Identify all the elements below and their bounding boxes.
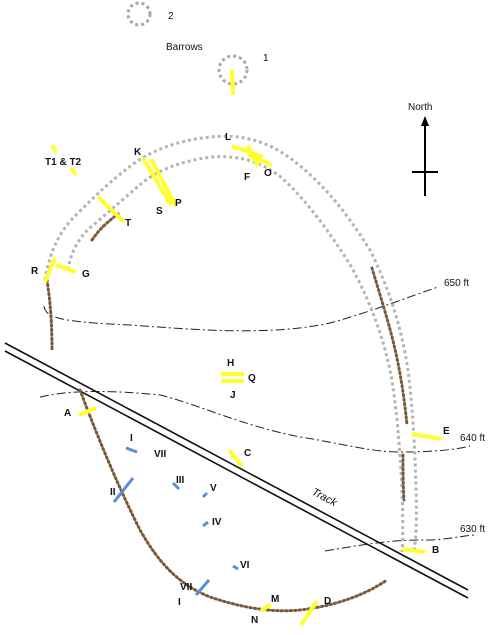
old-trench-iv (202, 520, 209, 528)
ditch-south-enclosure (78, 388, 389, 613)
label-iv: IV (212, 517, 222, 528)
label-c: C (244, 448, 251, 459)
label-v: V (210, 483, 217, 494)
contour-630 (324, 534, 475, 552)
label-o: O (264, 168, 272, 179)
label-iii: III (176, 475, 185, 486)
label-t: T (125, 218, 131, 229)
trench-d (299, 599, 319, 627)
track-label: Track (310, 486, 340, 509)
barrows-group: 2 Barrows 1 (126, 1, 269, 96)
label-q: Q (248, 373, 256, 384)
trench-t (96, 195, 126, 224)
enclosure-outer-line (43, 134, 418, 553)
ditch-west (45, 278, 54, 352)
trench-r (43, 257, 57, 283)
label-p: P (175, 198, 182, 209)
label-j: J (230, 390, 236, 401)
trench-k-s (141, 156, 173, 207)
barrows-title: Barrows (166, 42, 203, 53)
label-h: H (227, 358, 234, 369)
old-trench-i-top (125, 446, 138, 454)
ditch-east (370, 266, 409, 427)
old-trenches-group: I VII II III V IV VI VII I (110, 433, 250, 608)
label-vii-bottom: VII (180, 582, 192, 593)
trench-l (231, 144, 264, 159)
barrow-1-trench (230, 69, 235, 96)
trench-c (227, 448, 244, 468)
label-b: B (432, 545, 439, 556)
label-k: K (134, 147, 142, 158)
old-trench-vi (232, 564, 239, 571)
contour-640 (39, 390, 471, 453)
ditches-group (45, 212, 409, 613)
old-trench-iii (171, 481, 181, 491)
old-trench-ii (112, 477, 135, 503)
trench-o (247, 153, 273, 167)
label-a: A (64, 408, 71, 419)
label-vii-top: VII (154, 449, 166, 460)
contour-650-label: 650 ft (444, 278, 469, 289)
label-i-bottom: I (178, 597, 181, 608)
label-l: L (225, 132, 231, 143)
barrow-2-outline (126, 1, 152, 27)
track-edge-upper (4, 342, 469, 591)
label-f: F (244, 172, 250, 183)
label-s: S (156, 206, 163, 217)
track-edge-lower (4, 350, 469, 599)
ditch-northwest (90, 212, 120, 242)
trench-g (55, 263, 77, 274)
old-trench-vii-i-bottom (194, 579, 211, 596)
barrow-1-outline (217, 54, 249, 86)
trench-a (78, 406, 97, 417)
enclosure-inner-line (66, 155, 405, 553)
contour-640-label: 640 ft (460, 433, 485, 444)
old-trench-v (201, 491, 209, 499)
north-label: North (408, 102, 432, 113)
label-r: R (31, 266, 39, 277)
enclosure-bank (43, 134, 418, 553)
trench-m-n (259, 602, 273, 613)
contours-group: 650 ft 640 ft 630 ft (39, 278, 485, 552)
label-t1t2: T1 & T2 (45, 157, 82, 168)
trenches-group: T1 & T2 K S P T R G L F O H Q J A C E B … (31, 132, 450, 627)
barrow-2-label: 2 (168, 11, 174, 22)
label-g: G (82, 269, 90, 280)
trench-k-p (149, 158, 178, 207)
ditch-east-lower (401, 453, 406, 502)
trench-t1t2-b (69, 166, 78, 177)
label-m: M (271, 594, 279, 605)
north-arrow-head (421, 116, 429, 126)
contour-630-label: 630 ft (460, 524, 485, 535)
label-e: E (443, 426, 450, 437)
label-i-top: I (130, 433, 133, 444)
trench-t1t2-a (50, 144, 58, 153)
label-d: D (324, 596, 331, 607)
trench-b (401, 547, 426, 554)
contour-650 (43, 286, 439, 332)
trench-e (411, 432, 442, 441)
label-n: N (251, 615, 258, 626)
label-ii: II (110, 487, 116, 498)
barrow-1-label: 1 (263, 53, 269, 64)
north-arrow-icon: North (408, 102, 438, 196)
label-vi: VI (240, 560, 250, 571)
